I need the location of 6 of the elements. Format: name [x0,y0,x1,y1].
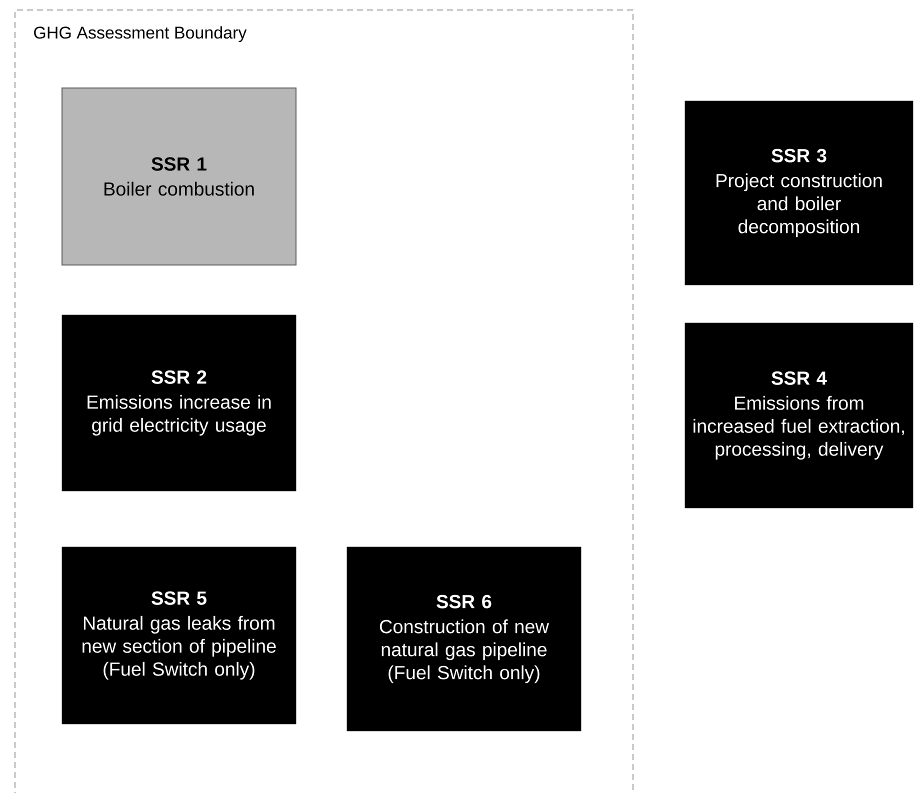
ssr-box: SSR 1 Boiler combustion [62,88,296,266]
ssr-box: SSR 2 Emissions increase in grid electricity usage [62,314,296,492]
ssr-box: SSR 4 Emissions from increased fuel extraction, processing, delivery [684,322,914,508]
ssr-box: SSR 5 Natural gas leaks from new section of pipeline (Fuel Switch only) [62,546,296,724]
ssr-box: SSR 3 Project construction and boiler decomposition [684,100,914,286]
ssr-box: SSR 6 Construction of new natural gas pipeline (Fuel Switch only) [346,546,582,732]
